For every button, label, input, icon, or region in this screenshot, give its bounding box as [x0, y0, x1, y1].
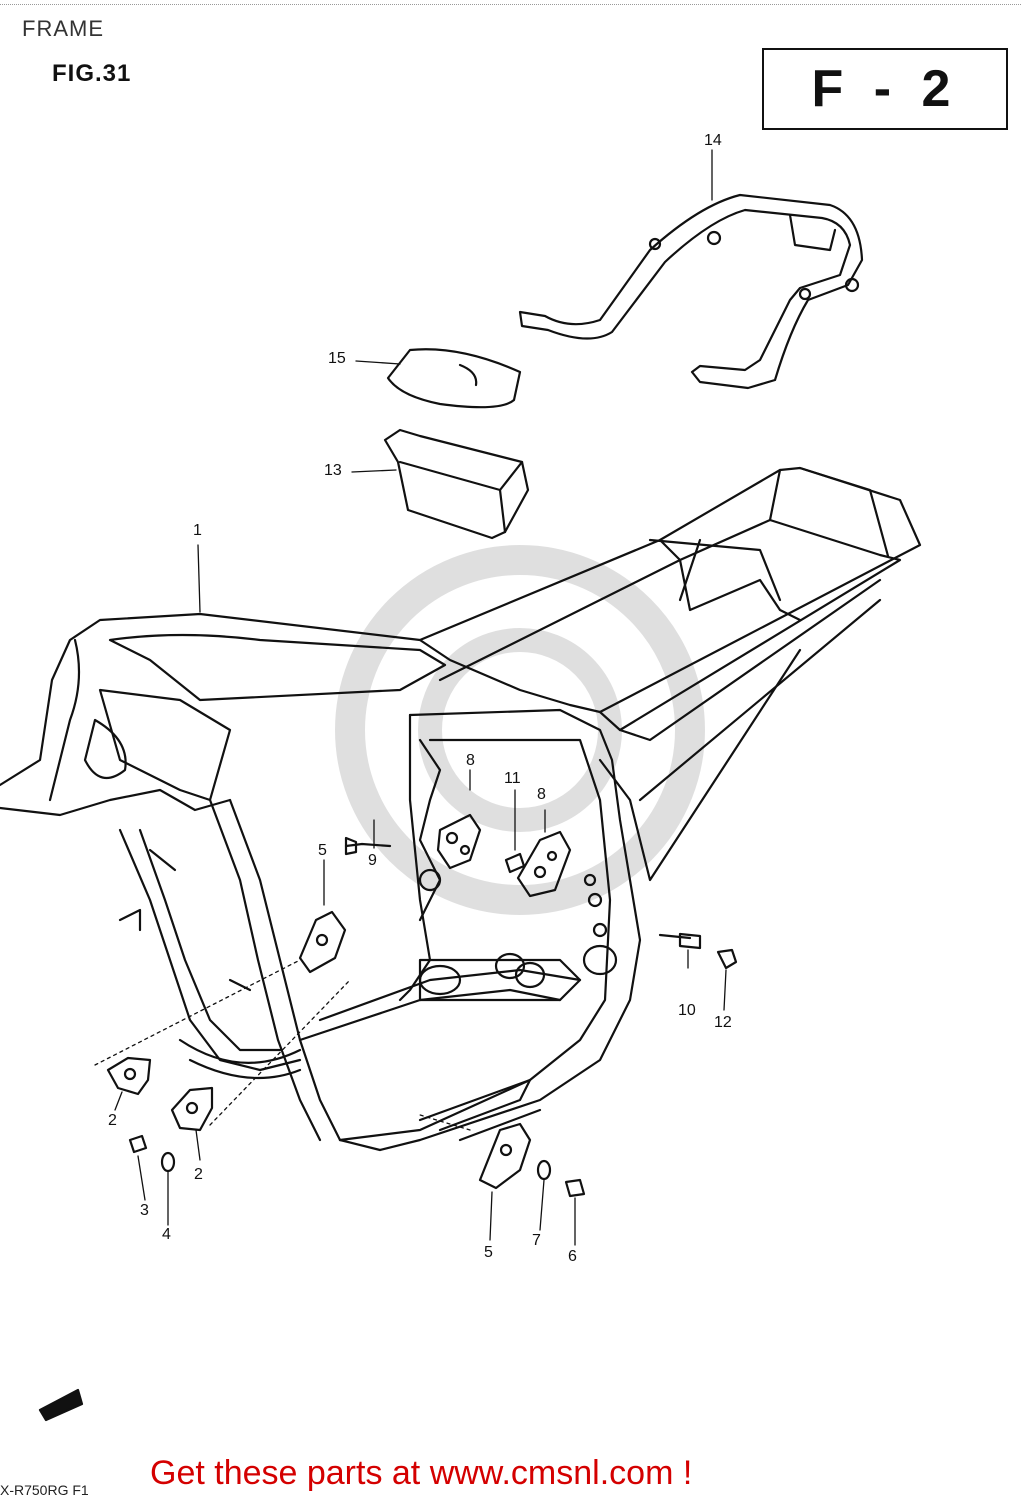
model-code: X-R750RG F1 — [0, 1482, 89, 1498]
cmsnl-parts-link[interactable]: Get these parts at www.cmsnl.com ! — [150, 1454, 693, 1492]
callout-11: 11 — [504, 770, 521, 787]
callout-5-bottom: 5 — [484, 1244, 493, 1261]
callout-5-left: 5 — [318, 842, 327, 859]
page-title: FRAME — [22, 16, 104, 41]
mount-plate-part-5-bottom — [478, 1122, 532, 1190]
callout-4: 4 — [162, 1226, 171, 1243]
callout-2-right: 2 — [194, 1166, 203, 1183]
grab-rail-part-13 — [518, 193, 864, 390]
callout-15: 15 — [328, 350, 346, 367]
section-code-box: F - 2 — [762, 48, 1008, 130]
callout-2-left: 2 — [108, 1112, 117, 1129]
washer-part-7 — [536, 1159, 552, 1181]
callout-6: 6 — [568, 1248, 577, 1265]
nut-part-11 — [504, 852, 526, 874]
mount-plate-part-5-left — [298, 910, 347, 974]
front-direction-arrow-icon — [38, 1388, 84, 1422]
figure-label: FIG.31 — [52, 60, 132, 87]
bolt-part-9 — [344, 836, 392, 856]
mount-plate-part-2-right — [170, 1086, 214, 1132]
washer-part-12 — [716, 948, 738, 970]
callout-1: 1 — [193, 522, 202, 539]
bolt-part-6 — [564, 1178, 586, 1198]
callout-9: 9 — [368, 852, 377, 869]
bolt-part-3 — [128, 1134, 148, 1154]
mount-plate-part-2-left — [106, 1056, 152, 1096]
battery-tray-part-14 — [383, 428, 530, 540]
callout-10: 10 — [678, 1002, 696, 1019]
leader-lines — [94, 149, 727, 1246]
callout-12: 12 — [714, 1014, 732, 1031]
callout-14: 13 — [324, 462, 342, 479]
engine-mount-bracket-part-8-upper — [436, 813, 482, 870]
callout-8-right: 8 — [537, 786, 546, 803]
engine-mount-bracket-part-8-right — [516, 830, 572, 898]
callout-8-upper: 8 — [466, 752, 475, 769]
top-dotted-border — [0, 4, 1021, 5]
bolt-part-10 — [658, 932, 702, 950]
main-frame-part-1 — [0, 466, 922, 1152]
callout-13: 14 — [704, 132, 722, 149]
washer-part-4 — [160, 1151, 176, 1173]
callout-7: 7 — [532, 1232, 541, 1249]
callout-3: 3 — [140, 1202, 149, 1219]
cover-part-15 — [386, 348, 522, 409]
